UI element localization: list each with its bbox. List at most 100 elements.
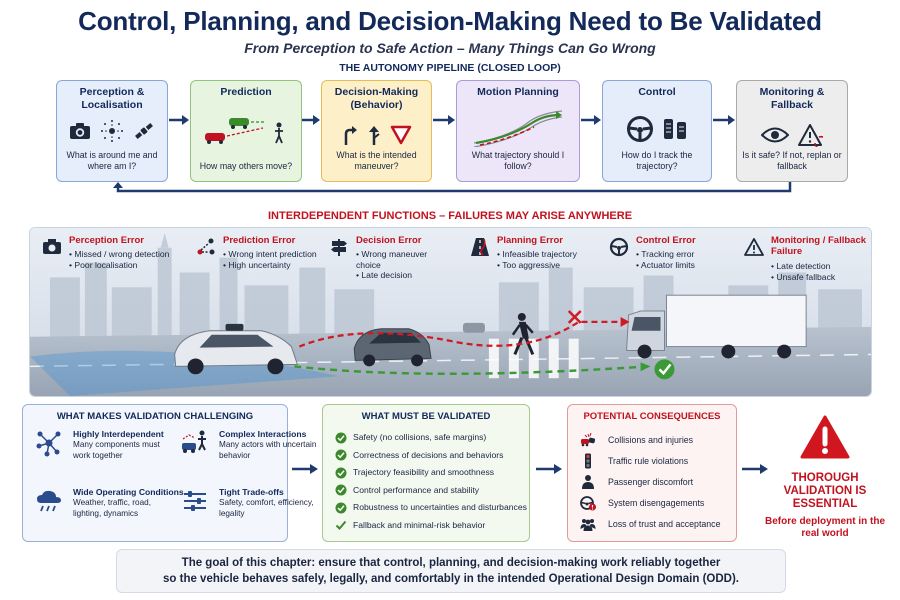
arrow-right-icon xyxy=(292,464,318,474)
check-icon xyxy=(335,432,347,444)
stage-prediction: Prediction How may others move? xyxy=(190,80,302,182)
signpost-icon xyxy=(331,239,347,256)
traffic-light-icon xyxy=(585,453,591,468)
check-icon xyxy=(335,484,347,496)
stage-question: How do I track the trajectory? xyxy=(621,150,693,171)
goal-line: The goal of this chapter: ensure that co… xyxy=(181,557,721,569)
error-title: Monitoring / Fallback Failure xyxy=(771,235,867,257)
consequence-text: System disengagements xyxy=(608,497,705,508)
stage-question: What is the intended maneuver? xyxy=(336,150,417,171)
arrow-right-icon xyxy=(581,115,601,125)
pipeline-label: THE AUTONOMY PIPELINE (CLOSED LOOP) xyxy=(339,62,561,74)
error-item: Infeasible trajectory xyxy=(497,249,587,260)
validation-text: Fallback and minimal-risk behavior xyxy=(353,519,486,530)
validation-text: Control performance and stability xyxy=(353,484,480,495)
error-title: Perception Error xyxy=(69,235,144,246)
error-title: Prediction Error xyxy=(223,235,296,246)
prediction-scene-icon xyxy=(205,118,283,144)
branch-icon xyxy=(197,238,215,255)
consequence-item: Collisions and injuries xyxy=(580,429,720,450)
consequence-item: System disengagements xyxy=(580,492,720,513)
challenge-desc: Weather, traffic, road, lighting, dynami… xyxy=(73,498,151,518)
goal-box: The goal of this chapter: ensure that co… xyxy=(116,549,786,593)
arrow-right-icon xyxy=(742,464,768,474)
weather-icon xyxy=(37,490,61,512)
error-item: Tracking error xyxy=(636,249,695,260)
stage-question: What trajectory should I follow? xyxy=(471,150,565,171)
arrow-right-icon xyxy=(536,464,562,474)
challenge-title: Tight Trade-offs xyxy=(219,487,284,497)
warning-icon xyxy=(800,415,850,459)
straight-arrow-icon xyxy=(368,126,380,145)
error-item: Wrong intent prediction xyxy=(223,249,318,260)
sliders-icon xyxy=(184,491,206,511)
stage-control: Control How do I track the trajectory? xyxy=(602,80,712,182)
yield-sign-icon xyxy=(390,125,411,145)
people-icon xyxy=(580,518,596,531)
stage-title: Control xyxy=(638,86,676,98)
stage-monitoring: Monitoring & Fallback Is it safe? If not… xyxy=(736,80,848,182)
challenge-desc: Safety, comfort, efficiency, legality xyxy=(219,498,314,518)
error-item: Unsafe fallback xyxy=(771,272,835,283)
challenge-desc: Many components must work together xyxy=(73,440,160,460)
error-item: Too aggressive xyxy=(497,260,587,271)
interdependent-label: INTERDEPENDENT FUNCTIONS – FAILURES MAY … xyxy=(267,210,633,222)
stage-title: Perception & Localisation xyxy=(79,86,145,111)
validation-item: Robustness to uncertainties and disturba… xyxy=(335,499,527,517)
consequence-text: Passenger discomfort xyxy=(608,476,694,487)
error-title: Decision Error xyxy=(356,235,422,246)
panel-title: WHAT MUST BE VALIDATED xyxy=(361,411,491,422)
passenger-icon xyxy=(582,474,594,489)
check-icon xyxy=(335,449,347,461)
error-item: Wrong maneuver choice xyxy=(356,249,451,270)
conclusion-main: THOROUGH VALIDATION IS ESSENTIAL xyxy=(783,472,867,510)
steering-wheel-icon xyxy=(627,116,653,142)
error-item: High uncertainty xyxy=(223,260,318,271)
error-item: Late detection xyxy=(771,261,835,272)
arrow-right-icon xyxy=(713,115,735,125)
car-crash-icon xyxy=(581,432,596,446)
validation-text: Safety (no collisions, safe margins) xyxy=(353,432,487,443)
stage-decision: Decision-Making (Behavior) What is the i… xyxy=(321,80,432,182)
network-icon xyxy=(36,431,61,457)
warning-icon xyxy=(744,238,764,256)
pedals-icon xyxy=(664,119,686,139)
error-title: Planning Error xyxy=(497,235,563,246)
trajectory-icon xyxy=(473,110,563,147)
check-icon xyxy=(335,467,347,479)
stage-question: What is around me and where am I? xyxy=(66,150,158,171)
validation-item: Control performance and stability xyxy=(335,482,527,500)
validation-text: Robustness to uncertainties and disturba… xyxy=(353,502,527,513)
stage-perception: Perception & Localisation What is around… xyxy=(56,80,168,182)
consequence-item: Passenger discomfort xyxy=(580,471,720,492)
disengage-icon xyxy=(580,495,596,510)
camera-icon xyxy=(43,239,61,254)
stage-title: Monitoring & Fallback xyxy=(759,86,825,111)
consequence-text: Loss of trust and acceptance xyxy=(608,518,721,529)
validation-text: Trajectory feasibility and smoothness xyxy=(353,467,495,478)
stage-title: Prediction xyxy=(220,86,272,98)
error-item: Actuator limits xyxy=(636,260,695,271)
stage-question: Is it safe? If not, replan or fallback xyxy=(742,150,842,171)
panel-title: WHAT MAKES VALIDATION CHALLENGING xyxy=(56,411,254,422)
validation-item: Trajectory feasibility and smoothness xyxy=(335,464,527,482)
eye-icon xyxy=(761,127,789,143)
challenge-desc: Many actors with uncertain behavior xyxy=(219,440,317,460)
stage-title: Decision-Making (Behavior) xyxy=(334,86,419,111)
challenge-title: Complex Interactions xyxy=(219,429,307,439)
lidar-icon xyxy=(101,120,123,142)
page-title: Control, Planning, and Decision-Making N… xyxy=(78,6,822,36)
check-icon xyxy=(335,502,347,514)
stage-title: Motion Planning xyxy=(477,86,559,98)
page-subtitle: From Perception to Safe Action – Many Th… xyxy=(244,40,656,56)
error-item: Late decision xyxy=(356,270,451,281)
challenges-panel: WHAT MAKES VALIDATION CHALLENGING Highly… xyxy=(22,404,316,542)
arrow-right-icon xyxy=(302,115,320,125)
validation-item: Fallback and minimal-risk behavior xyxy=(335,517,527,535)
challenge-title: Wide Operating Conditions xyxy=(73,487,184,497)
road-icon xyxy=(471,238,489,256)
feedback-loop-arrow xyxy=(113,182,792,193)
validation-item: Safety (no collisions, safe margins) xyxy=(335,429,527,447)
consequence-item: Traffic rule violations xyxy=(580,450,720,471)
actors-icon xyxy=(182,430,206,453)
